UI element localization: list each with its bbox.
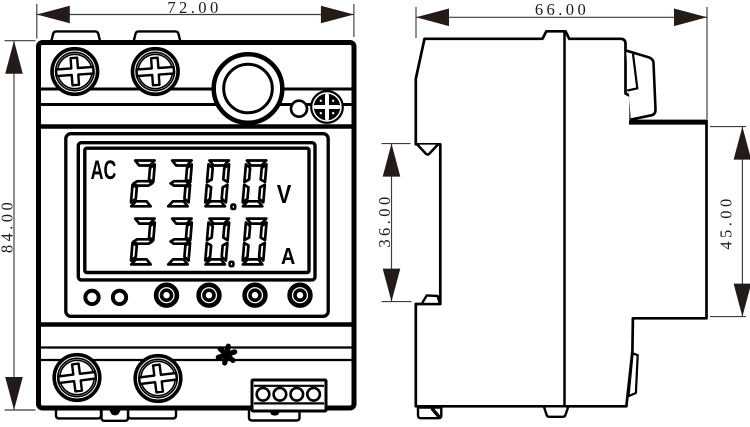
svg-text:36.00: 36.00 bbox=[375, 193, 394, 247]
svg-text:AC: AC bbox=[91, 154, 117, 185]
svg-text:45.00: 45.00 bbox=[717, 195, 736, 249]
svg-text:72.00: 72.00 bbox=[167, 0, 221, 17]
svg-text:A: A bbox=[281, 243, 296, 270]
svg-text:V: V bbox=[277, 180, 292, 209]
svg-text:66.00: 66.00 bbox=[535, 0, 589, 19]
svg-text:84.00: 84.00 bbox=[0, 199, 17, 253]
